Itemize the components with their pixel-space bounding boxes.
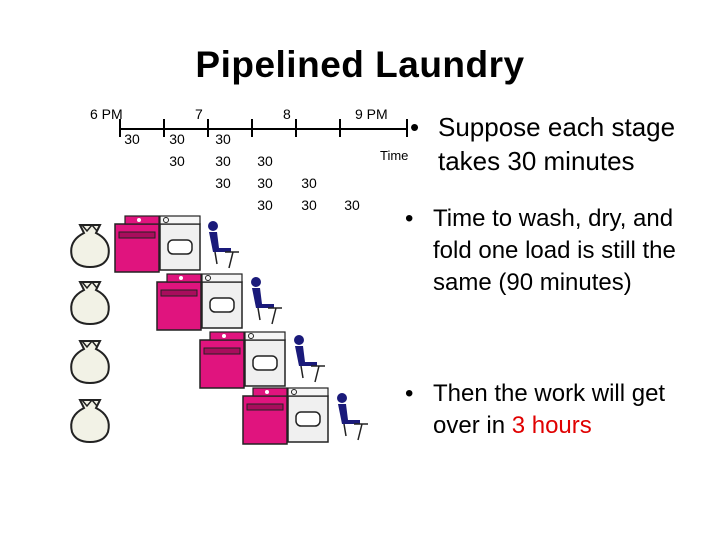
dryer-icon xyxy=(201,273,243,329)
washer-icon xyxy=(242,387,288,445)
bullet-dot: • xyxy=(405,380,414,407)
bullet-text: Time to wash, dry, and fold one load is … xyxy=(433,205,676,296)
timeline-tick xyxy=(119,119,121,137)
grid-cell: 30 xyxy=(215,175,231,191)
bullet-highlight: 3 hours xyxy=(511,412,592,439)
washer-icon xyxy=(199,331,245,389)
grid-cell: 30 xyxy=(301,197,317,213)
page-title: Pipelined Laundry xyxy=(195,44,525,85)
timeline-axis xyxy=(120,128,408,130)
timeline-label-9pm: 9 PM xyxy=(355,106,388,122)
laundry-bag-icon xyxy=(70,281,110,325)
bullet-item: • Time to wash, dry, and fold one load i… xyxy=(405,203,710,353)
bullet-item: • Then the work will get over in 3 hours xyxy=(405,378,710,448)
grid-cell: 30 xyxy=(169,153,185,169)
bullet-text: Suppose each stage takes 30 minutes xyxy=(438,112,676,176)
timeline-tick xyxy=(251,119,253,137)
washer-icon xyxy=(156,273,202,331)
dryer-icon xyxy=(159,215,201,271)
dryer-icon xyxy=(244,331,286,387)
laundry-bag-icon xyxy=(70,340,110,384)
grid-cell: 30 xyxy=(257,175,273,191)
time-label: Time xyxy=(380,148,409,163)
folder-person-icon xyxy=(207,220,240,269)
bullet-text-part: Then the work will get over in xyxy=(433,380,666,439)
timeline-label-8: 8 xyxy=(283,106,291,122)
bullet-item: • Suppose each stage takes 30 minutes xyxy=(410,110,715,180)
grid-cell: 30 xyxy=(215,153,231,169)
folder-person-icon xyxy=(293,334,326,383)
timeline-tick xyxy=(295,119,297,137)
timeline-tick xyxy=(163,119,165,137)
grid-cell: 30 xyxy=(169,131,185,147)
timeline-tick xyxy=(339,119,341,137)
bullet-text: Then the work will get over in 3 hours xyxy=(433,378,703,442)
laundry-bag-icon xyxy=(70,399,110,443)
grid-cell: 30 xyxy=(257,153,273,169)
washer-icon xyxy=(114,215,160,273)
grid-cell: 30 xyxy=(124,131,140,147)
grid-cell: 30 xyxy=(344,197,360,213)
folder-person-icon xyxy=(250,276,283,325)
dryer-icon xyxy=(287,387,329,443)
timeline-label-7: 7 xyxy=(195,106,203,122)
laundry-bag-icon xyxy=(70,224,110,268)
grid-cell: 30 xyxy=(257,197,273,213)
timeline-tick xyxy=(406,119,408,137)
grid-cell: 30 xyxy=(215,131,231,147)
bullet-dot: • xyxy=(410,112,420,142)
grid-cell: 30 xyxy=(301,175,317,191)
bullet-dot: • xyxy=(405,205,414,232)
folder-person-icon xyxy=(336,392,369,441)
timeline-label-6pm: 6 PM xyxy=(90,106,123,122)
timeline-tick xyxy=(207,119,209,137)
